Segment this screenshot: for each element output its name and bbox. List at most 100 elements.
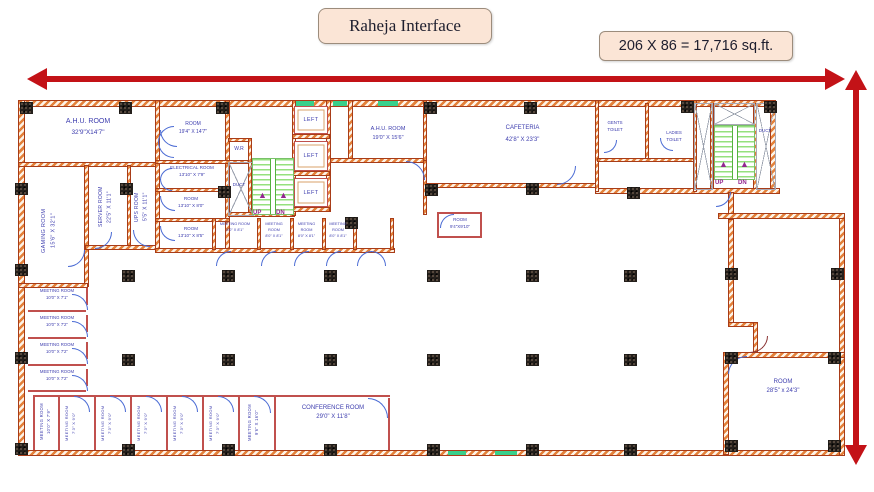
lift-label: LEFT — [303, 153, 319, 159]
duct-label-right: DUCT — [758, 128, 772, 133]
window-segment — [495, 451, 517, 455]
column-pillar — [764, 101, 777, 113]
column-pillar — [526, 183, 539, 195]
column-pillar — [427, 270, 440, 282]
partition-line — [437, 212, 482, 214]
door-arc — [261, 251, 276, 266]
partition-line — [388, 398, 390, 450]
column-pillar — [425, 184, 438, 196]
partition-line — [437, 236, 482, 238]
wall-segment — [292, 171, 330, 176]
column-pillar — [725, 268, 738, 280]
arrow-right-head-icon — [825, 68, 845, 90]
partition-line — [86, 315, 88, 332]
column-pillar — [427, 354, 440, 366]
partition-line — [28, 337, 86, 339]
partition-line — [28, 390, 86, 392]
wall-segment — [18, 100, 25, 456]
lift-label: LEFT — [303, 189, 319, 196]
column-pillar — [122, 444, 135, 456]
wall-segment — [839, 213, 845, 456]
column-pillar — [222, 270, 235, 282]
column-pillar — [122, 354, 135, 366]
duct-shaft — [714, 103, 755, 125]
wall-segment — [84, 165, 89, 287]
column-pillar — [424, 102, 437, 114]
door-arc — [326, 251, 341, 266]
partition-line — [86, 342, 88, 359]
lift-shaft: LEFT — [294, 178, 328, 207]
partition-line — [58, 395, 60, 450]
duct-label-left: DUCT — [232, 182, 246, 187]
lift-shaft: LEFT — [294, 141, 328, 171]
wall-segment — [18, 162, 160, 167]
column-pillar — [624, 444, 637, 456]
window-segment — [333, 101, 347, 106]
wall-segment — [212, 218, 216, 250]
wall-segment — [597, 158, 697, 162]
column-pillar — [216, 102, 229, 114]
partition-line — [130, 395, 132, 450]
wall-segment — [155, 218, 230, 222]
central-staircase — [252, 158, 294, 215]
column-pillar — [526, 444, 539, 456]
arrow-up-head-icon — [845, 70, 867, 90]
door-arc — [604, 140, 617, 153]
door-arc — [160, 168, 172, 180]
column-pillar — [122, 270, 135, 282]
lift-shaft: LEFT — [294, 106, 328, 134]
lift-label: LEFT — [303, 117, 319, 123]
stair-rail — [731, 126, 738, 179]
partition-line — [166, 395, 168, 450]
stair-up-label: UP — [253, 210, 262, 216]
up-arrow-icon: ▲ — [740, 159, 749, 169]
partition-line — [437, 212, 439, 238]
door-arc — [294, 251, 309, 266]
column-pillar — [725, 352, 738, 364]
partition-line — [480, 212, 482, 238]
wall-segment — [127, 165, 131, 249]
column-pillar — [222, 354, 235, 366]
column-pillar — [828, 440, 841, 452]
up-arrow-icon: ▲ — [258, 190, 267, 200]
partition-line — [86, 369, 88, 386]
column-pillar — [222, 444, 235, 456]
stair-dn-label: DN — [276, 210, 285, 216]
column-pillar — [324, 444, 337, 456]
column-pillar — [681, 101, 694, 113]
area-dimension-label: 206 X 86 = 17,716 sq.ft. — [618, 38, 774, 54]
wall-segment — [257, 218, 261, 250]
arrow-left-head-icon — [27, 68, 47, 90]
column-pillar — [627, 187, 640, 199]
area-dimension-box: 206 X 86 = 17,716 sq.ft. — [599, 31, 793, 61]
wall-segment — [595, 100, 599, 192]
wall-segment — [645, 103, 649, 160]
window-segment — [448, 451, 466, 455]
wall-segment — [390, 218, 394, 250]
stair-rail — [270, 159, 276, 214]
wall-segment — [18, 283, 88, 288]
duct-shaft — [228, 162, 254, 216]
door-arc — [371, 251, 386, 266]
wall-segment — [322, 218, 326, 250]
column-pillar — [15, 352, 28, 364]
window-segment — [378, 101, 398, 106]
